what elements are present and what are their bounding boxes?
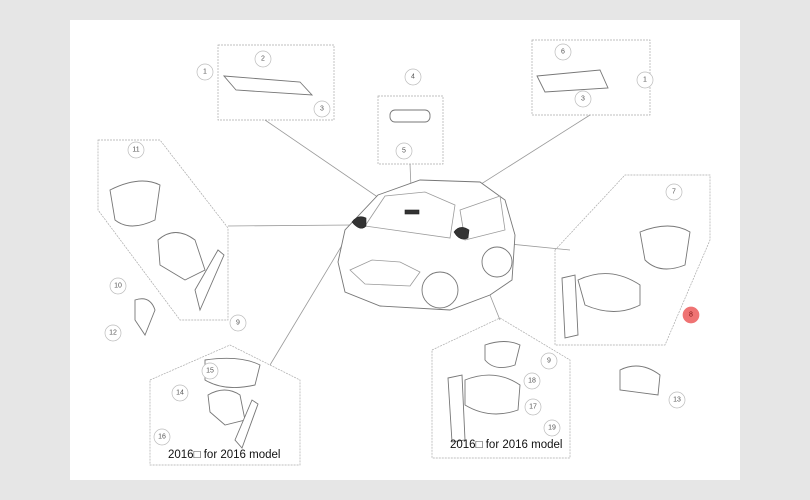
callout-label: 13 [673,397,681,404]
callout-label: 15 [206,368,214,375]
callout-label: 6 [561,49,565,56]
callout-11: 11 [127,141,145,159]
callout-13: 13 [668,391,686,409]
right-mirror-mark [453,227,470,240]
callout-label: 3 [581,96,585,103]
callout-label: 3 [320,106,324,113]
callout-5: 5 [395,142,413,160]
callout-label: 17 [529,404,537,411]
callout-1: 1 [196,63,214,81]
car-illustration [337,179,516,311]
callout-4: 4 [404,68,422,86]
callout-label: 9 [236,320,240,327]
box-mirror-inner [377,95,444,165]
box-left-2016 [149,344,301,466]
callout-label: 5 [402,148,406,155]
callout-label: 2 [261,56,265,63]
callout-14: 14 [171,384,189,402]
callout-10: 10 [109,277,127,295]
callout-label: 12 [109,330,117,337]
callout-6: 6 [554,43,572,61]
callout-1: 1 [636,71,654,89]
callout-label: 19 [548,425,556,432]
callout-18: 18 [523,372,541,390]
left-mirror-mark [351,216,367,229]
box-right-mirror [554,174,711,346]
inner-mirror-mark [404,209,420,215]
callout-label: 16 [158,434,166,441]
box-top-right [531,39,651,116]
callout-label: 7 [672,189,676,196]
callout-label: 9 [547,358,551,365]
mirror-parts [109,69,691,449]
callout-9: 9 [540,352,558,370]
callout-label: 18 [528,378,536,385]
callout-3: 3 [574,90,592,108]
box-right-2016 [431,317,571,459]
callout-7: 7 [665,183,683,201]
box-left-mirror [97,139,229,321]
callout-19: 19 [543,419,561,437]
callout-3: 3 [313,100,331,118]
callout-label: 4 [411,74,415,81]
callout-17: 17 [524,398,542,416]
callout-9: 9 [229,314,247,332]
callout-label: 1 [203,69,207,76]
box-top-left [217,44,335,121]
note-left-2016-model: 2016□ for 2016 model [168,449,280,461]
note-right-2016-model: 2016□ for 2016 model [450,439,562,451]
callout-label: 1 [643,77,647,84]
callout-8: 8 [682,306,700,324]
callout-label: 14 [176,390,184,397]
callout-15: 15 [201,362,219,380]
callout-label: 10 [114,283,122,290]
callout-label: 11 [132,147,139,154]
callout-label: 8 [689,312,693,319]
callout-12: 12 [104,324,122,342]
callout-16: 16 [153,428,171,446]
callout-2: 2 [254,50,272,68]
